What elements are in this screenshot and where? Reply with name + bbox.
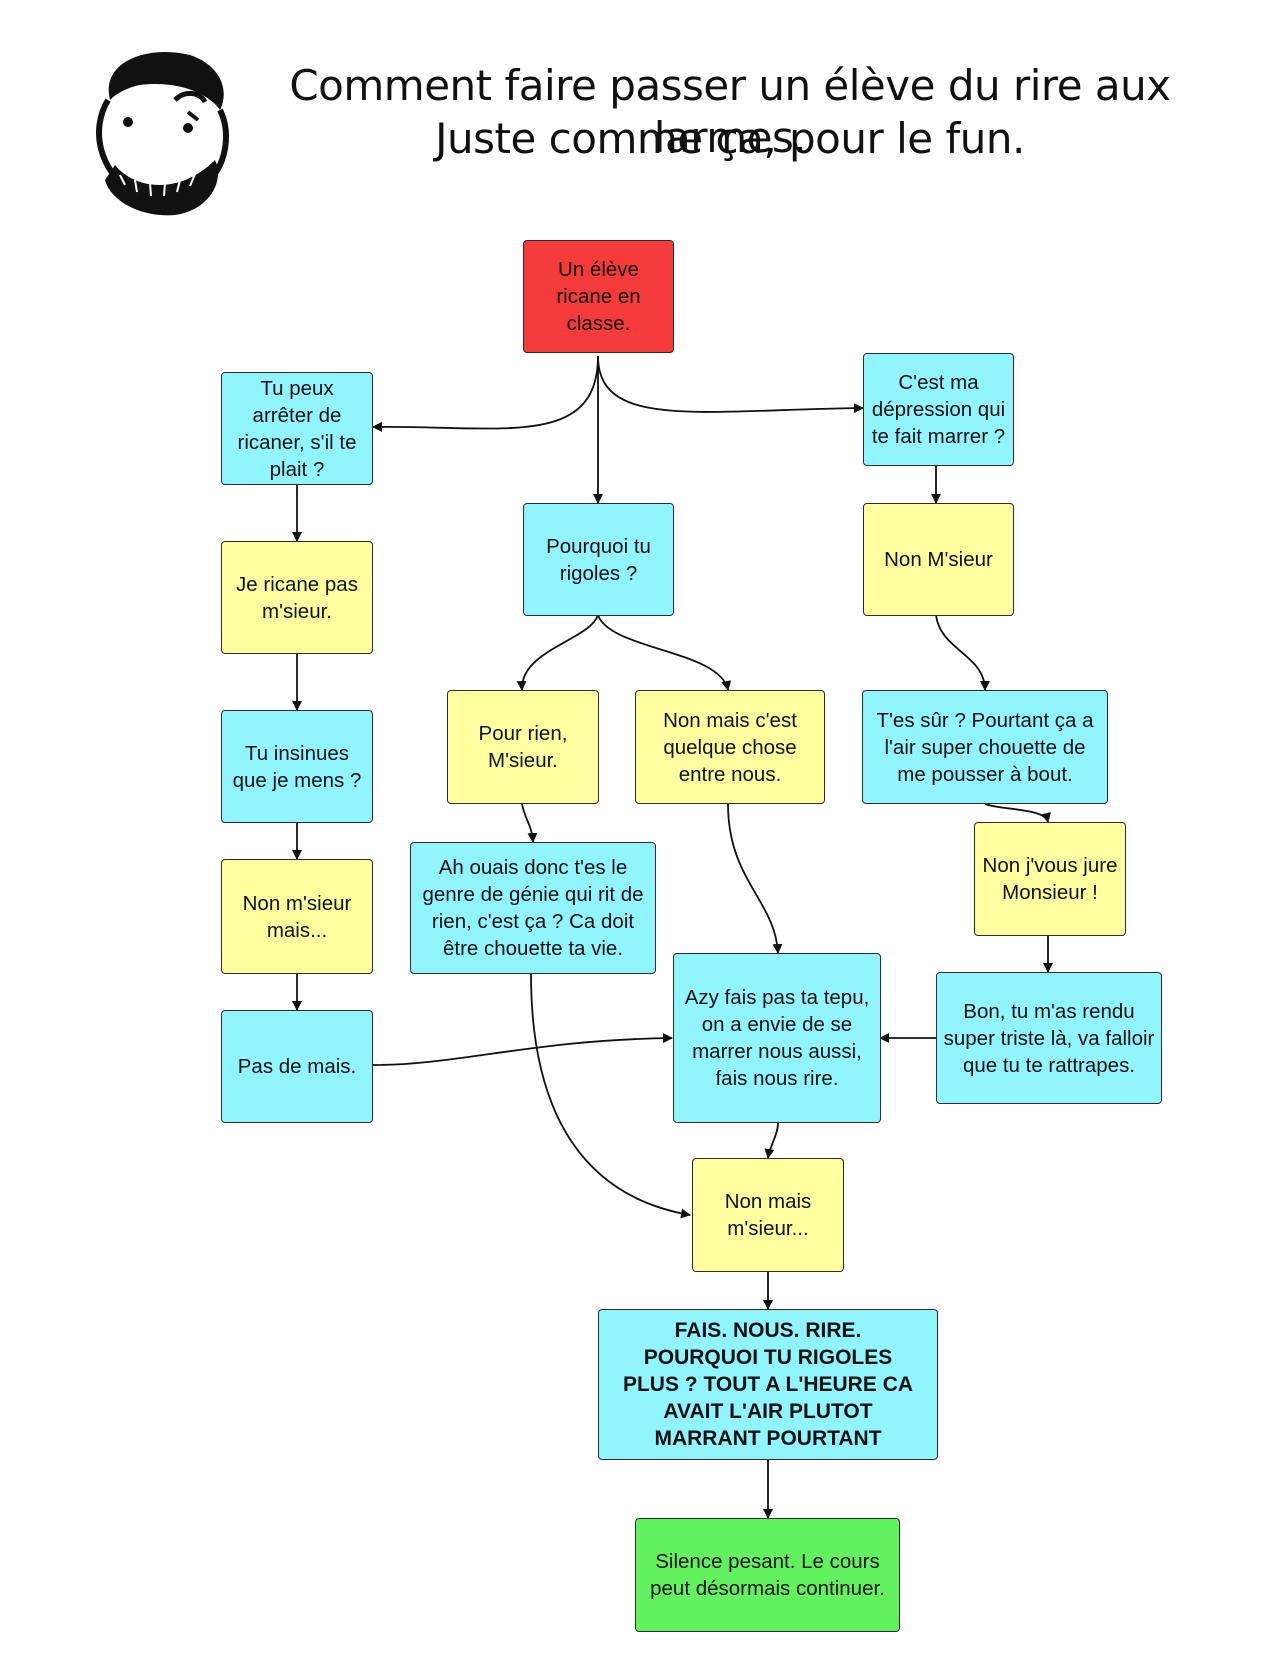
edge-non-to-sure — [935, 614, 990, 691]
page-subtitle: Juste comme ça, pour le fun. — [435, 114, 1025, 163]
edge-why-to-secret — [597, 614, 732, 691]
node-are-you-sure: T'es sûr ? Pourtant ça a l'air super cho… — [862, 690, 1108, 804]
node-no-sir-but: Non m'sieur mais... — [221, 859, 373, 974]
node-genius: Ah ouais donc t'es le genre de génie qui… — [410, 842, 656, 974]
node-not-laughing: Je ricane pas m'sieur. — [221, 541, 373, 654]
node-swear: Non j'vous jure Monsieur ! — [974, 822, 1126, 936]
page-title: Comment faire passer un élève du rire au… — [289, 61, 1171, 162]
edge-no-but-to-azy — [372, 1033, 673, 1066]
node-but-sir: Non mais m'sieur... — [692, 1158, 844, 1272]
node-make-us-laugh: FAIS. NOUS. RIRE. POURQUOI TU RIGOLES PL… — [598, 1309, 938, 1460]
node-implying-lie: Tu insinues que je mens ? — [221, 710, 373, 823]
edge-nothing-to-genius — [521, 803, 538, 843]
edge-sure-to-swear — [984, 803, 1051, 823]
node-stop-laughing: Tu peux arrêter de ricaner, s'il te plai… — [221, 372, 373, 485]
edge-azy-to-sir — [764, 1122, 779, 1159]
node-no-but: Pas de mais. — [221, 1010, 373, 1123]
node-depression: C'est ma dépression qui te fait marrer ? — [863, 353, 1014, 466]
node-between-us: Non mais c'est quelque chose entre nous. — [635, 690, 825, 804]
node-silence: Silence pesant. Le cours peut désormais … — [635, 1518, 900, 1632]
node-why-laughing: Pourquoi tu rigoles ? — [523, 503, 674, 616]
edge-secret-to-azy — [727, 803, 783, 954]
edge-why-to-nothing — [516, 614, 599, 691]
node-for-nothing: Pour rien, M'sieur. — [447, 690, 599, 804]
edge-genius-to-sir — [530, 973, 691, 1219]
bearded-man-face-icon — [96, 52, 229, 216]
node-no-sir: Non M'sieur — [863, 503, 1014, 616]
edge-start-to-stop-laughing — [372, 355, 599, 432]
edge-start-to-depression — [597, 355, 864, 414]
node-azy: Azy fais pas ta tepu, on a envie de se m… — [673, 953, 881, 1123]
node-sad: Bon, tu m'as rendu super triste là, va f… — [936, 972, 1162, 1104]
node-start: Un élève ricane en classe. — [523, 240, 674, 353]
